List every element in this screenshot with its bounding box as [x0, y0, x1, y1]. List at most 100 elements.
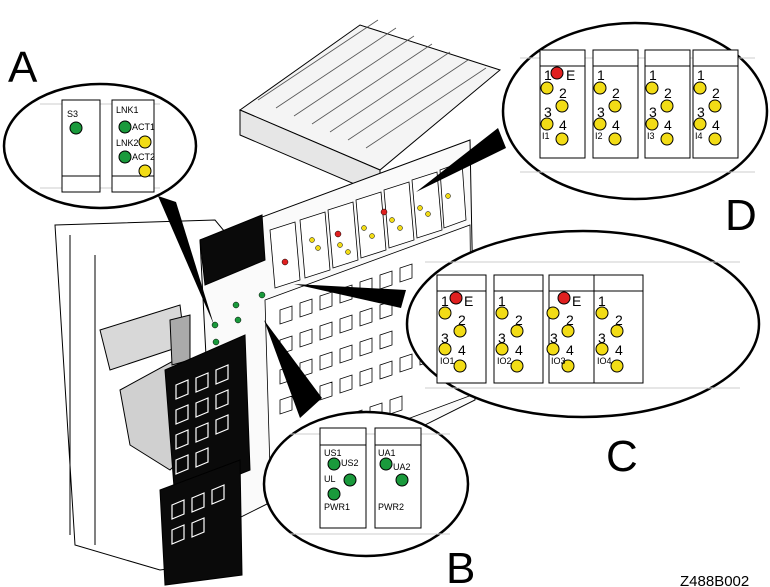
led-num: 3 — [597, 104, 605, 120]
led-label-lnk1: LNK1 — [116, 105, 139, 115]
led-1-yellow — [595, 306, 609, 320]
led-4-yellow — [510, 359, 524, 373]
led-4-yellow — [561, 359, 575, 373]
led-num: 1 — [598, 293, 606, 309]
channel-label: IO2 — [497, 356, 512, 366]
led-4-yellow — [708, 132, 722, 146]
led-num: 3 — [697, 104, 705, 120]
callout-d: 1 E 2 3 4 I1 1 2 3 4 I2 — [501, 21, 769, 240]
led-num: 1 — [649, 67, 657, 83]
led-3-yellow — [693, 117, 707, 131]
led-num: 2 — [559, 85, 567, 101]
led-label-pwr1: PWR1 — [324, 502, 350, 512]
callout-pointers — [158, 128, 506, 418]
led-1-yellow — [495, 306, 509, 320]
led-1-yellow — [645, 81, 659, 95]
led-label-act2: ACT2 — [132, 152, 155, 162]
led-num: 3 — [649, 104, 657, 120]
led-num: 2 — [612, 85, 620, 101]
led-pwr2-green — [395, 473, 409, 487]
led-1-yellow — [593, 81, 607, 95]
led-label-ua1: UA1 — [378, 448, 396, 458]
channel-label: I3 — [647, 131, 655, 141]
led-yellow-a — [138, 164, 152, 178]
face-leds — [211, 193, 451, 346]
led-num: 4 — [615, 342, 623, 358]
led-lnk2-yellow — [138, 135, 152, 149]
led-label-act1: ACT1 — [132, 122, 155, 132]
led-2-yellow — [555, 99, 569, 113]
led-act1-green — [118, 120, 132, 134]
pointer-c — [294, 284, 406, 308]
led-num: 3 — [550, 330, 558, 346]
led-num: 4 — [566, 342, 574, 358]
led-4-yellow — [555, 132, 569, 146]
led-s3-green — [69, 121, 83, 135]
led-num: E — [566, 67, 575, 83]
module-i4: 1 2 3 4 I4 — [692, 49, 739, 159]
led-error-red — [550, 66, 564, 80]
led-num: 1 — [544, 67, 552, 83]
led-3-yellow — [593, 117, 607, 131]
channel-label: I1 — [542, 131, 550, 141]
led-1-yellow — [546, 306, 560, 320]
led-2-yellow — [660, 99, 674, 113]
module-io1: 1 E 2 3 4 IO1 — [436, 274, 487, 384]
led-num: 3 — [441, 330, 449, 346]
led-3-yellow — [438, 342, 452, 356]
callout-b: US1 US2 UL PWR1 UA1 UA2 PWR2 B — [262, 410, 475, 587]
led-num: 4 — [559, 117, 567, 133]
led-error-red — [557, 291, 571, 305]
led-2-yellow — [610, 324, 624, 338]
led-num: 2 — [712, 85, 720, 101]
led-num: 2 — [515, 312, 523, 328]
led-num: 2 — [458, 312, 466, 328]
module-io4: 1 2 3 4 IO4 — [593, 274, 644, 384]
led-num: 4 — [712, 117, 720, 133]
led-num: 2 — [615, 312, 623, 328]
led-4-yellow — [453, 359, 467, 373]
led-num: 1 — [597, 67, 605, 83]
led-2-yellow — [561, 324, 575, 338]
led-ul-green — [343, 473, 357, 487]
led-3-yellow — [645, 117, 659, 131]
callout-letter-a: A — [8, 43, 38, 92]
led-pwr1-green — [327, 487, 341, 501]
led-label-lnk2: LNK2 — [116, 138, 139, 148]
led-4-yellow — [660, 132, 674, 146]
callout-letter-c: C — [606, 432, 638, 481]
led-1-yellow — [693, 81, 707, 95]
led-num: 4 — [612, 117, 620, 133]
module-i2: 1 2 3 4 I2 — [592, 49, 639, 159]
led-num: E — [572, 293, 581, 309]
led-label-ul: UL — [324, 474, 336, 484]
led-num: 4 — [664, 117, 672, 133]
callout-letter-b: B — [446, 544, 475, 587]
channel-label: IO3 — [551, 356, 566, 366]
led-1-yellow — [540, 81, 554, 95]
led-2-yellow — [453, 324, 467, 338]
figure-code: Z488B002 — [680, 573, 749, 587]
channel-label: IO1 — [440, 356, 455, 366]
module-io2: 1 2 3 4 IO2 — [493, 274, 544, 384]
led-2-yellow — [608, 99, 622, 113]
led-2-yellow — [708, 99, 722, 113]
led-ua2-green — [379, 457, 393, 471]
pointer-d — [416, 128, 506, 192]
led-3-yellow — [495, 342, 509, 356]
pointer-b — [264, 320, 322, 418]
module-i1: 1 E 2 3 4 I1 — [539, 49, 586, 159]
callout-c: 1 E 2 3 4 IO1 1 2 3 4 IO2 — [405, 229, 761, 481]
led-label-pwr2: PWR2 — [378, 502, 404, 512]
channel-label: I4 — [695, 131, 703, 141]
led-num: 1 — [697, 67, 705, 83]
module-io3: E 2 3 4 IO3 — [546, 274, 599, 384]
channel-label: I2 — [595, 131, 603, 141]
led-us2-green — [327, 457, 341, 471]
led-act2-green — [118, 150, 132, 164]
led-num: 4 — [458, 342, 466, 358]
led-1-yellow — [438, 306, 452, 320]
module-i3: 1 2 3 4 I3 — [644, 49, 691, 159]
led-num: 3 — [598, 330, 606, 346]
